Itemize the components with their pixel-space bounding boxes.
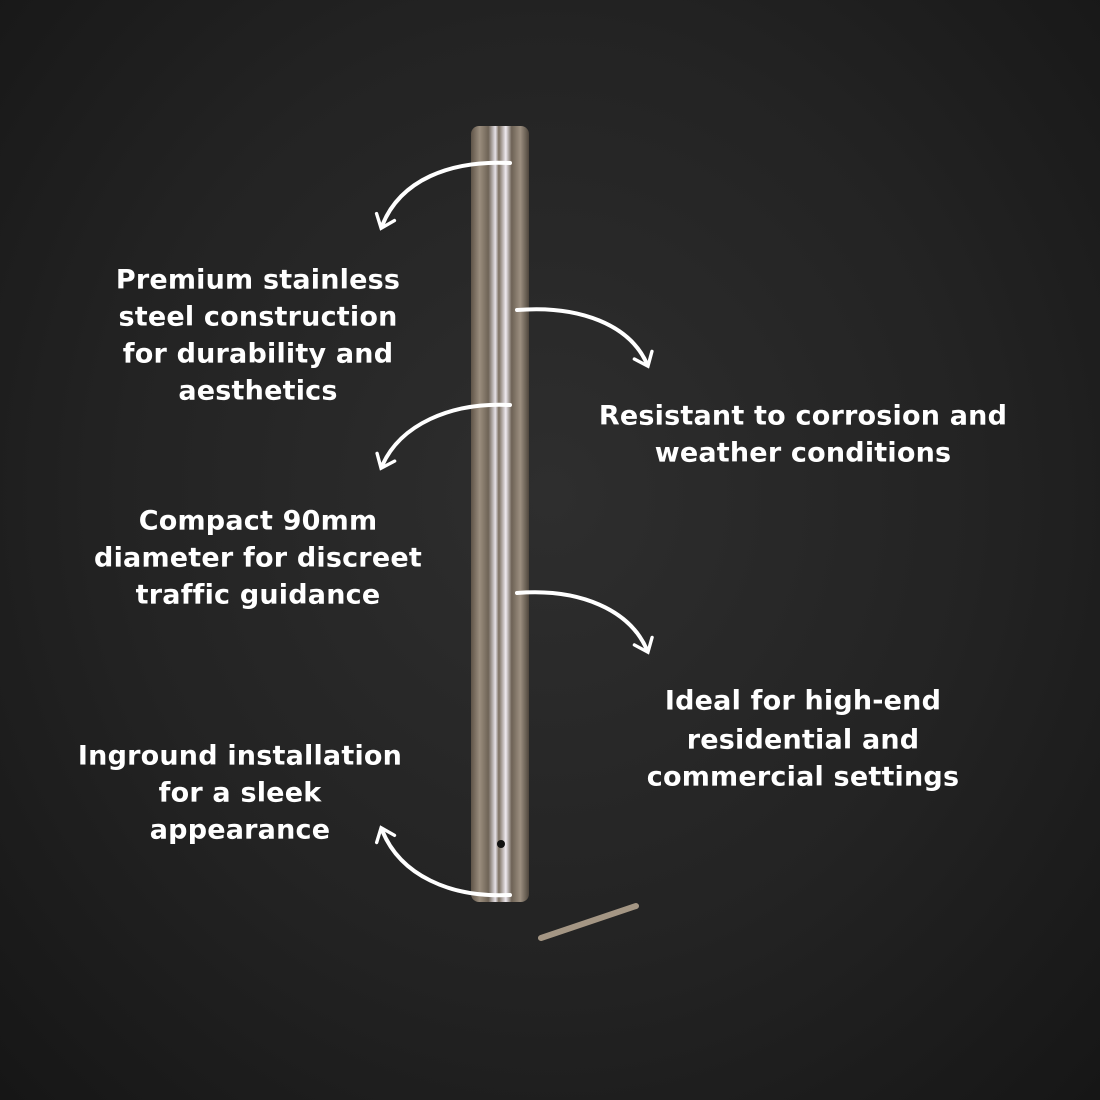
arrow-corrosion [515, 307, 654, 369]
callout-line: Premium stainless [115, 264, 401, 296]
arrow-settings [515, 590, 654, 655]
callout-line: appearance [149, 814, 331, 846]
arrow-diameter [375, 402, 512, 471]
callout-line: Ideal for high-end [664, 685, 942, 717]
callout-line: Resistant to corrosion and [598, 400, 1008, 432]
callout-line: diameter for discreet [94, 542, 422, 574]
arrow-stainless [374, 160, 512, 231]
callout-line: Inground installation [77, 740, 403, 772]
callout-line: commercial settings [646, 761, 960, 793]
locking-pin [538, 903, 639, 941]
arrow-inground [374, 825, 512, 898]
callout-line: aesthetics [178, 375, 338, 407]
callout-line: traffic guidance [135, 579, 381, 611]
callout-line: weather conditions [654, 437, 952, 469]
callout-line: for durability and [122, 338, 394, 370]
callout-line: for a sleek [158, 777, 322, 809]
callout-line: residential and [686, 724, 920, 756]
bollard-pipe [471, 126, 529, 902]
pin-hole [497, 840, 505, 848]
callout-line: Compact 90mm [138, 505, 378, 537]
arrows [374, 160, 654, 898]
callout-line: steel construction [118, 301, 398, 333]
